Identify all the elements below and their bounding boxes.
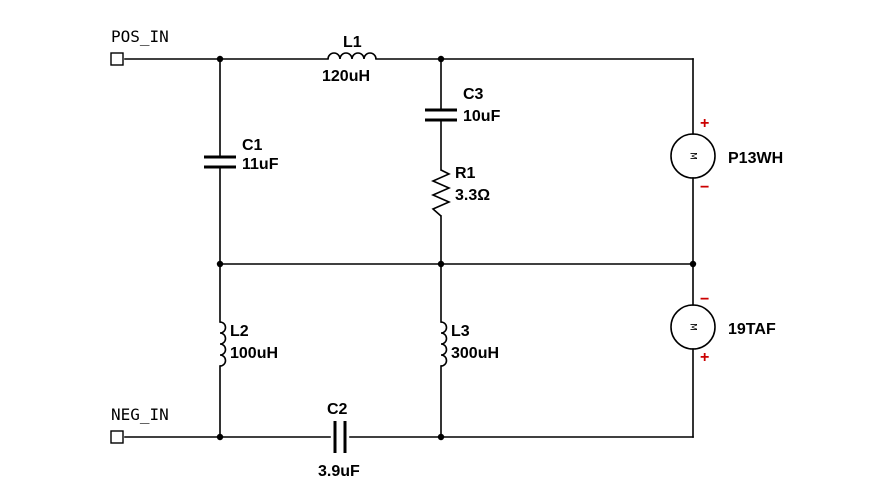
polarity-minus: − bbox=[700, 291, 709, 308]
port-neg-in[interactable]: NEG_IN bbox=[110, 405, 169, 444]
port-label: NEG_IN bbox=[111, 405, 169, 424]
junction-dot bbox=[689, 260, 697, 268]
inductor-coil bbox=[219, 321, 227, 367]
motor-body bbox=[670, 133, 716, 179]
polarity-plus: + bbox=[700, 115, 709, 132]
capacitor-c3[interactable]: C3 10uF bbox=[425, 86, 501, 125]
junction-dot bbox=[437, 55, 445, 63]
component-ref: C3 bbox=[463, 86, 484, 103]
port-pos-in[interactable]: POS_IN bbox=[110, 27, 169, 66]
component-value: 3.3Ω bbox=[455, 187, 490, 204]
polarity-minus: − bbox=[700, 179, 709, 196]
port-label: POS_IN bbox=[111, 27, 169, 46]
inductor-coil bbox=[327, 52, 377, 60]
motor-19taf[interactable]: M − + 19TAF bbox=[670, 291, 776, 366]
resistor-r1[interactable]: R1 3.3Ω bbox=[431, 165, 490, 217]
junction-dot bbox=[437, 260, 445, 268]
motor-body bbox=[670, 304, 716, 350]
component-value: 3.9uF bbox=[318, 463, 360, 480]
junction-dot bbox=[437, 433, 445, 441]
inductor-coil bbox=[440, 321, 448, 367]
component-value: 120uH bbox=[322, 68, 370, 85]
motor-p13wh[interactable]: M + − P13WH bbox=[670, 115, 783, 196]
component-value: 100uH bbox=[230, 345, 278, 362]
motor-m-icon: M bbox=[688, 323, 698, 331]
component-ref: L2 bbox=[230, 323, 249, 340]
junction-dot bbox=[216, 433, 224, 441]
capacitor-c1[interactable]: C1 11uF bbox=[204, 137, 279, 173]
wires bbox=[124, 58, 694, 438]
motor-m-icon: M bbox=[688, 152, 698, 160]
resistor-zigzag bbox=[431, 169, 451, 217]
component-ref: C1 bbox=[242, 137, 263, 154]
component-value: 11uF bbox=[242, 156, 279, 173]
component-ref: R1 bbox=[455, 165, 476, 182]
junction-dot bbox=[216, 55, 224, 63]
component-value: 300uH bbox=[451, 345, 499, 362]
component-ref: L1 bbox=[343, 34, 362, 51]
inductor-l2[interactable]: L2 100uH bbox=[219, 321, 278, 367]
junctions bbox=[216, 55, 697, 441]
component-ref: 19TAF bbox=[728, 321, 776, 338]
component-ref: P13WH bbox=[728, 150, 783, 167]
capacitor-c2[interactable]: C2 3.9uF bbox=[318, 401, 360, 480]
component-ref: L3 bbox=[451, 323, 470, 340]
junction-dot bbox=[216, 260, 224, 268]
component-ref: C2 bbox=[327, 401, 348, 418]
port-terminal[interactable] bbox=[110, 52, 124, 66]
port-terminal[interactable] bbox=[110, 430, 124, 444]
polarity-plus: + bbox=[700, 349, 709, 366]
inductor-l3[interactable]: L3 300uH bbox=[440, 321, 499, 367]
inductor-l1[interactable]: L1 120uH bbox=[322, 34, 377, 85]
component-value: 10uF bbox=[463, 108, 501, 125]
